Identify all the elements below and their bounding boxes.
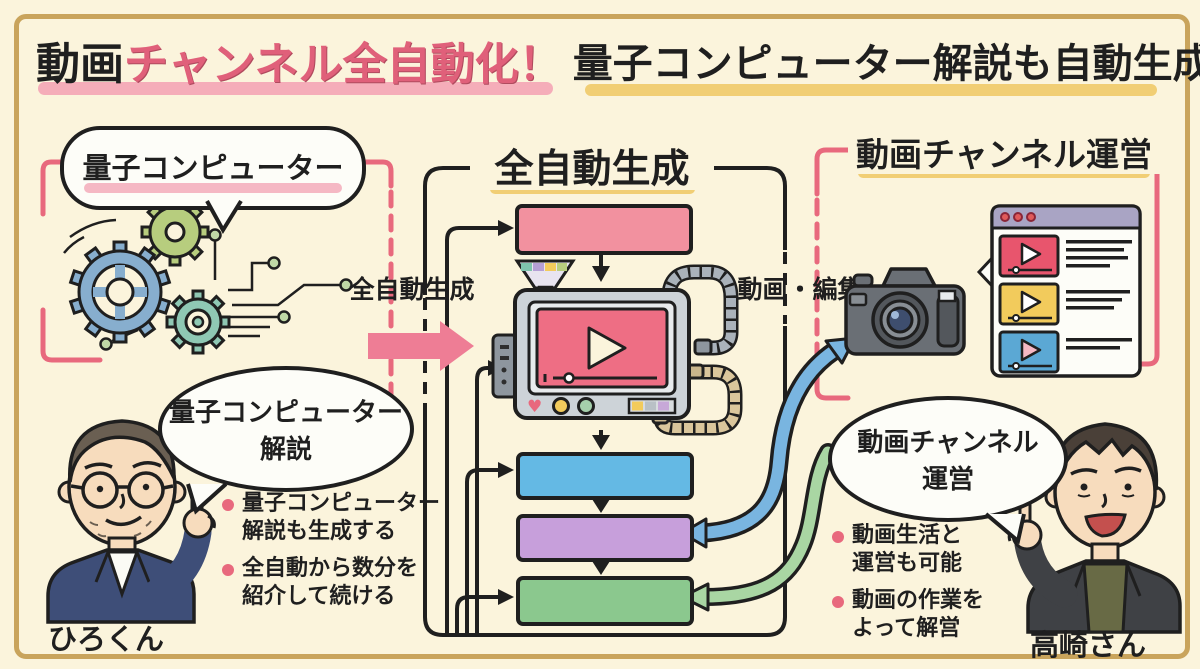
video-row-red (998, 234, 1132, 278)
button-yellow (552, 397, 570, 415)
bubble-line2: 運営 (921, 465, 974, 495)
bullet-text: 解説も生成する (242, 518, 397, 544)
gear-icon-blue (68, 240, 172, 344)
play-icon (587, 326, 627, 370)
circuit-icon (63, 218, 340, 343)
bullet-dot-icon (222, 499, 234, 511)
bubble-line1: 量子コンピューター (168, 398, 403, 428)
bubble-tail (984, 512, 1026, 545)
center-section-title: 全自動生成 (470, 138, 714, 192)
quantum-computer-label: 量子コンピューター (82, 151, 344, 185)
channel-operate-bubble: 動画チャンネル 運営 (828, 396, 1068, 545)
gear-icon-teal (165, 289, 231, 355)
bubble-highlight (84, 183, 342, 193)
bullet-text: 量子コンピューター (242, 491, 441, 516)
video-machine-illustration: ♥ (473, 252, 753, 436)
person-name-left: ひろくん (48, 622, 165, 656)
green-flow-arrow (680, 443, 837, 612)
feedback-loops (445, 226, 498, 633)
camera-icon (844, 267, 966, 356)
quantum-computer-bubble: 量子コンピューター (60, 126, 366, 234)
bubble-line1: 動画チャンネル (857, 428, 1039, 458)
flow-frame (423, 166, 787, 637)
title-highlight-yellow (585, 84, 1157, 96)
title-highlight-pink (38, 82, 553, 95)
bullet-text: 全自動から数分を (242, 556, 419, 581)
flow-step-pink (515, 204, 693, 255)
bullet-text: 動画の作業を (852, 588, 985, 613)
bullet-text: 運営も可能 (852, 550, 963, 576)
heart-icon: ♥ (527, 397, 542, 417)
blue-flow-arrow (680, 336, 857, 549)
video-row-blue (998, 330, 1132, 374)
bullet-text: 紹介して続ける (242, 583, 396, 609)
video-row-yellow (998, 282, 1130, 326)
left-bullet-list: 量子コンピューター 解説も生成する 全自動から数分を 紹介して続ける (222, 490, 462, 620)
right-bullet-list: 動画生活と 運営も可能 動画の作業を よって解営 (832, 522, 1022, 652)
list-item: 動画生活と 運営も可能 (832, 522, 1022, 577)
button-green (577, 397, 595, 415)
window-dot-1 (1000, 212, 1010, 222)
glasses-icon (70, 471, 174, 509)
person-hirokun-avatar (12, 380, 222, 624)
bullet-text: よって解営 (852, 615, 961, 641)
quantum-explain-bubble: 量子コンピューター 解説 (158, 366, 414, 515)
page-title: 動画チャンネル全自動化！量子コンピューター解説も自動生成 (36, 30, 1200, 90)
person-takasaki-avatar (1007, 382, 1198, 634)
bullet-dot-icon (832, 531, 844, 543)
person-name-right: 高崎さん (1030, 628, 1147, 662)
bullet-text: 動画生活と (852, 523, 963, 548)
title-part-right: 量子コンピューター解説も自動生成 (572, 41, 1200, 87)
bullet-dot-icon (222, 564, 234, 576)
bubble-tail (205, 199, 243, 234)
decorative-frame (14, 14, 1190, 659)
pink-flow-arrow (368, 321, 474, 371)
list-item: 量子コンピューター 解説も生成する (222, 490, 462, 545)
auto-generate-arrow-label: 全自動生成 (349, 275, 475, 304)
video-edit-arrow-label: 動画・編集 (737, 275, 863, 304)
bubble-tail (186, 482, 228, 515)
camera-illustration (838, 258, 973, 363)
list-item: 動画の作業を よって解営 (832, 587, 1022, 642)
list-item: 全自動から数分を 紹介して続ける (222, 555, 462, 610)
flow-step-green (516, 576, 694, 626)
title-part-black: 動画 (36, 39, 124, 90)
bubble-line2: 解説 (259, 435, 312, 465)
window-dot-2 (1013, 212, 1023, 222)
bullet-dot-icon (832, 596, 844, 608)
flow-step-blue (516, 452, 694, 500)
right-section-title: 動画チャンネル運営 (848, 128, 1160, 174)
window-dot-3 (1026, 212, 1036, 222)
title-part-pink: チャンネル全自動化！ (124, 39, 563, 90)
browser-illustration (976, 198, 1146, 383)
flow-step-purple (516, 514, 694, 562)
